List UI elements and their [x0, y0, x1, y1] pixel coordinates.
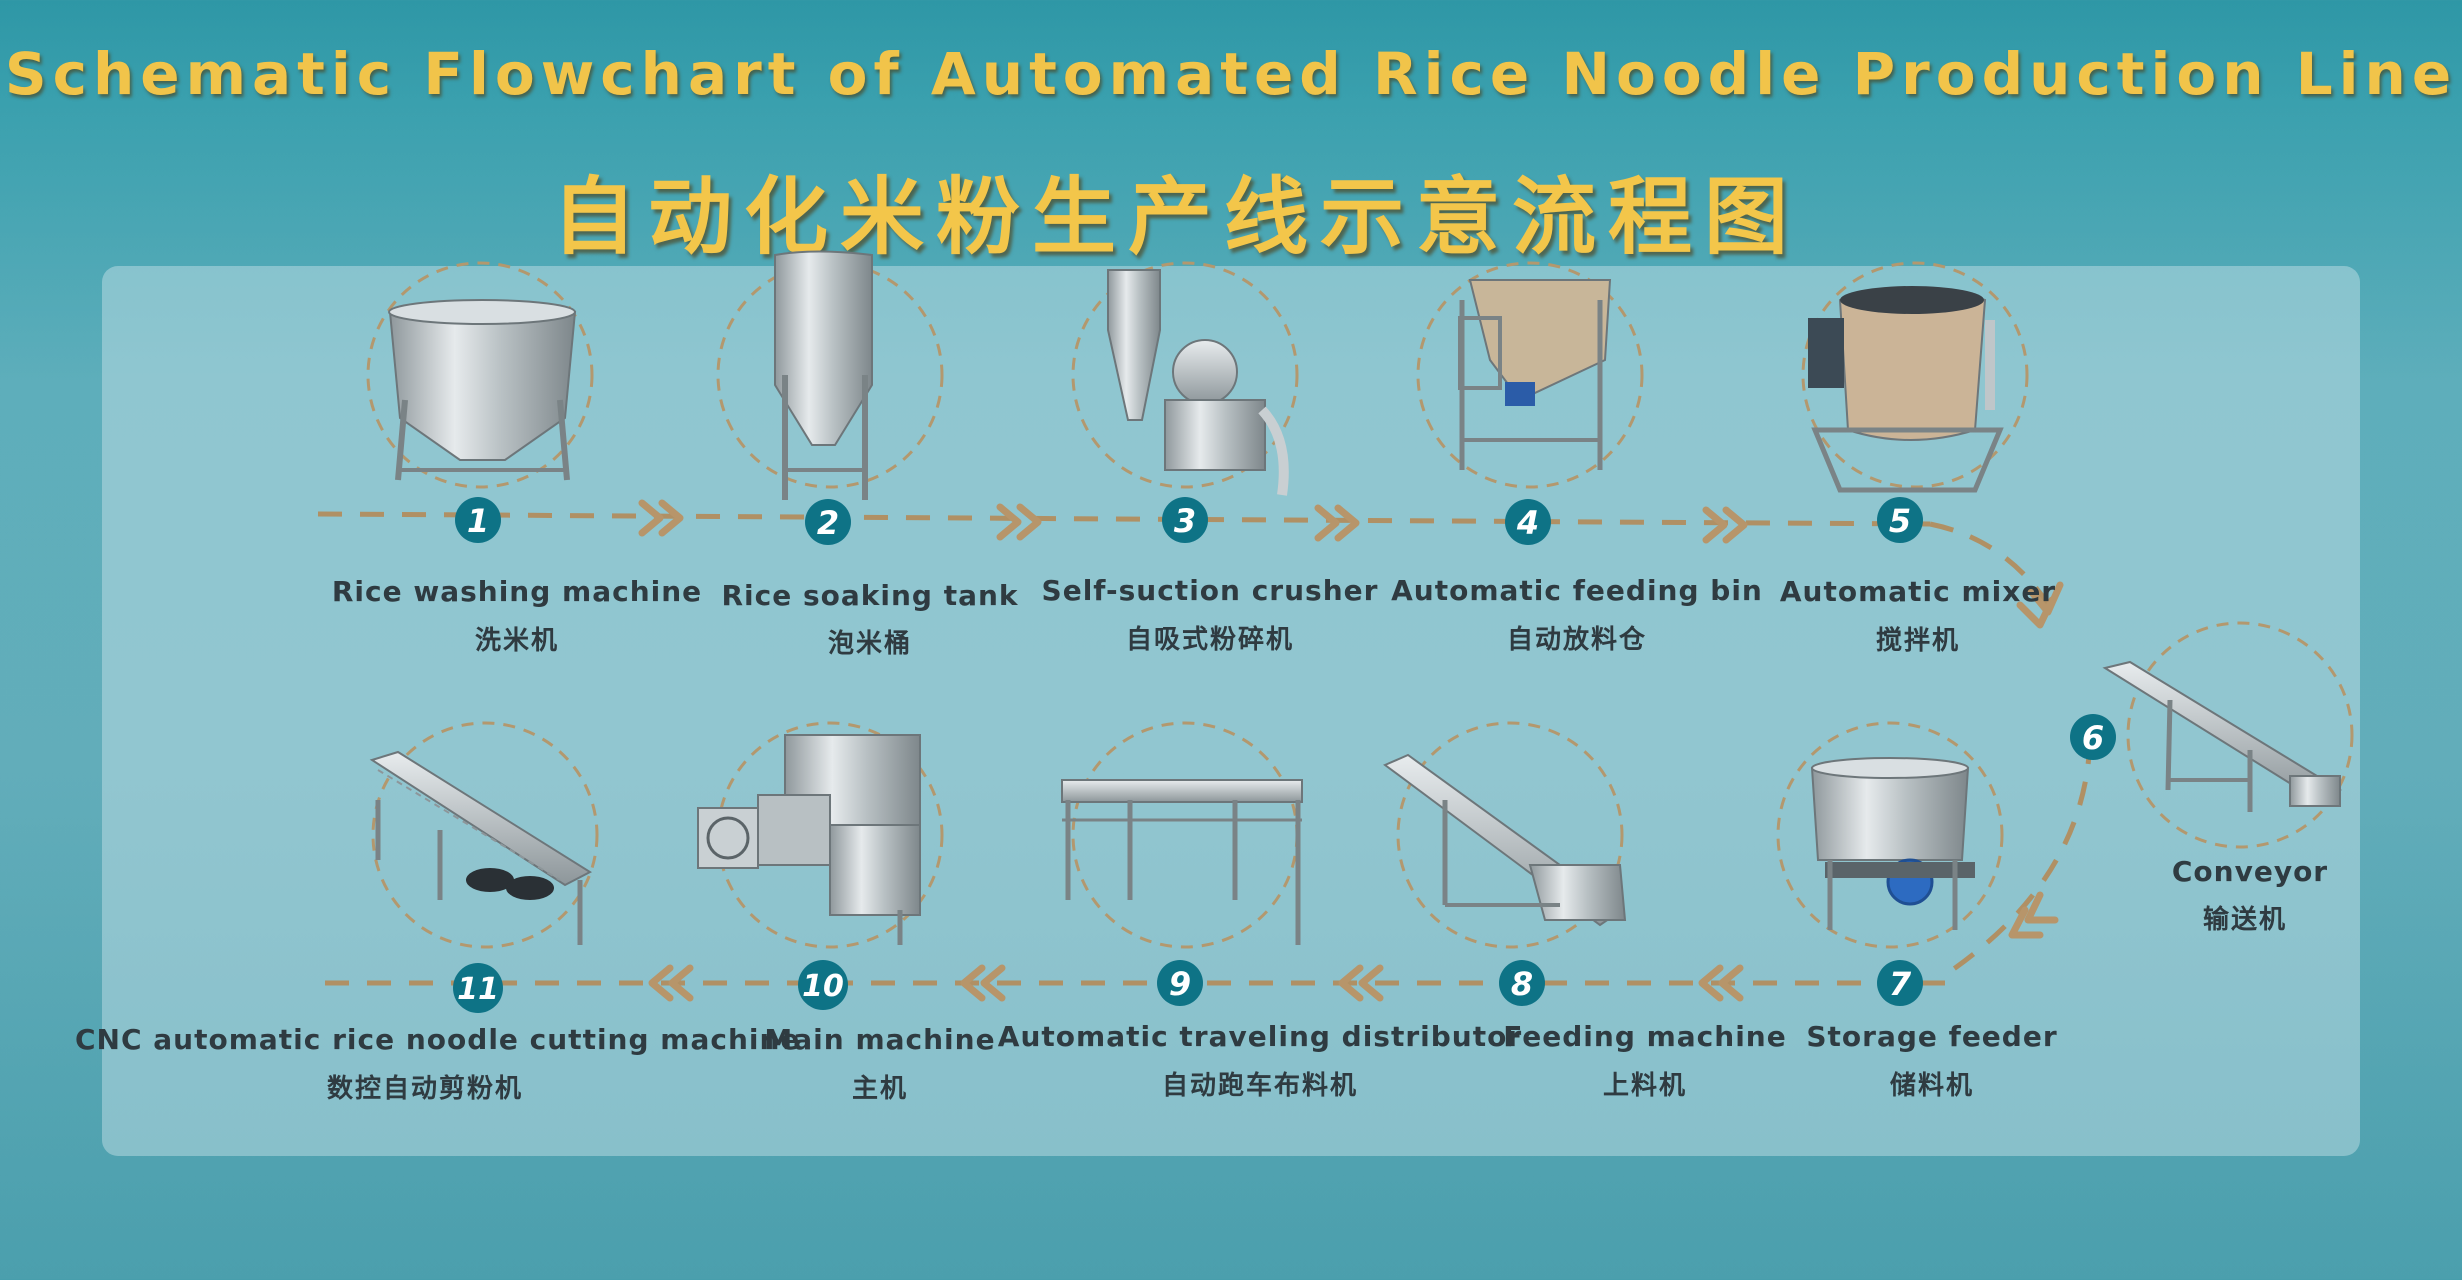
step-7-label-en: Storage feeder [1806, 1020, 2058, 1053]
step-badge-10: 10 [798, 960, 848, 1010]
step-badge-7: 7 [1877, 960, 1923, 1006]
step-5-label-cn: 搅拌机 [1875, 626, 1960, 656]
step-badge-11: 11 [453, 963, 503, 1013]
svg-text:5: 5 [1889, 502, 1911, 540]
step-6-label-cn: 输送机 [2202, 905, 2287, 935]
step-4-label-cn: 自动放料仓 [1506, 625, 1647, 655]
flow-arrows [638, 499, 2064, 1002]
washing-tank-icon [388, 299, 577, 481]
mixer-icon [1808, 286, 2004, 493]
soaking-tank-icon [774, 250, 873, 500]
arrow-3-4-icon [1314, 504, 1360, 542]
flow-line-curve-6-7 [1943, 739, 2093, 978]
step-8-label-en: Feeding machine [1503, 1020, 1787, 1053]
svg-text:7: 7 [1889, 965, 1912, 1003]
svg-text:2: 2 [817, 504, 839, 542]
step-badge-8: 8 [1499, 960, 1545, 1006]
title-chinese: 自动化米粉生产线示意流程图 [552, 168, 1801, 266]
step-5-label-en: Automatic mixer [1779, 575, 2057, 608]
step-6-label-en: Conveyor [2171, 855, 2329, 888]
step-badge-5: 5 [1877, 497, 1923, 543]
step-11-label-cn: 数控自动剪粉机 [326, 1074, 523, 1104]
step-1-label-cn: 洗米机 [474, 626, 559, 656]
conveyor-icon [2102, 660, 2342, 812]
step-11-label-en: CNC automatic rice noodle cutting machin… [75, 1023, 801, 1056]
feeding-machine-icon [1383, 753, 1627, 927]
step-9-label-en: Automatic traveling distributor [997, 1020, 1523, 1053]
distributor-icon [1061, 779, 1303, 945]
arrow-7-8-icon [1698, 964, 1744, 1002]
svg-text:10: 10 [802, 969, 844, 1004]
storage-feeder-icon [1810, 757, 1975, 930]
step-3-label-cn: 自吸式粉碎机 [1125, 625, 1294, 655]
arrow-6-7-icon [2008, 891, 2059, 939]
arrow-4-5-icon [1702, 506, 1748, 544]
step-2-label-en: Rice soaking tank [721, 579, 1019, 612]
step-badge-9: 9 [1157, 960, 1203, 1006]
step-9-label-cn: 自动跑车布料机 [1161, 1071, 1358, 1101]
step-1-label-en: Rice washing machine [331, 575, 703, 608]
step-badge-1: 1 [455, 497, 501, 543]
svg-text:4: 4 [1516, 504, 1539, 542]
arrow-1-2-icon [638, 499, 684, 537]
svg-text:3: 3 [1174, 502, 1196, 540]
step-10-label-cn: 主机 [851, 1074, 908, 1104]
arrow-2-3-icon [996, 503, 1042, 541]
svg-text:9: 9 [1169, 965, 1191, 1003]
svg-text:1: 1 [467, 502, 489, 540]
arrow-8-9-icon [1338, 964, 1384, 1002]
step-badge-3: 3 [1162, 497, 1208, 543]
step-badge-4: 4 [1505, 499, 1551, 545]
step-10-label-en: Main machine [764, 1023, 996, 1056]
machine-circles [366, 261, 2354, 949]
step-7-label-cn: 储料机 [1889, 1071, 1974, 1101]
step-2-label-cn: 泡米桶 [827, 629, 912, 659]
arrow-10-11-icon [648, 964, 694, 1002]
svg-text:6: 6 [2082, 719, 2104, 757]
flow-lines [312, 511, 2093, 986]
svg-text:8: 8 [1511, 965, 1533, 1003]
main-machine-icon [697, 734, 921, 945]
feeding-bin-icon [1458, 279, 1612, 470]
step-badge-6: 6 [2070, 714, 2116, 760]
step-4-label-en: Automatic feeding bin [1391, 574, 1763, 607]
flow-line-curve-5-6 [1929, 521, 2058, 617]
cutting-machine-icon [369, 750, 593, 945]
flow-line-top [317, 511, 1931, 527]
svg-text:11: 11 [457, 972, 499, 1007]
step-3-label-en: Self-suction crusher [1041, 574, 1379, 607]
step-8-label-cn: 上料机 [1602, 1071, 1687, 1101]
step-badges: 1 2 3 4 5 6 7 8 9 10 11 [453, 497, 2116, 1013]
arrow-9-10-icon [960, 964, 1006, 1002]
step-badge-2: 2 [805, 499, 851, 545]
title-english: Schematic Flowchart of Automated Rice No… [4, 40, 2458, 108]
arrow-5-6-icon [2016, 581, 2064, 629]
crusher-icon [1107, 269, 1289, 496]
